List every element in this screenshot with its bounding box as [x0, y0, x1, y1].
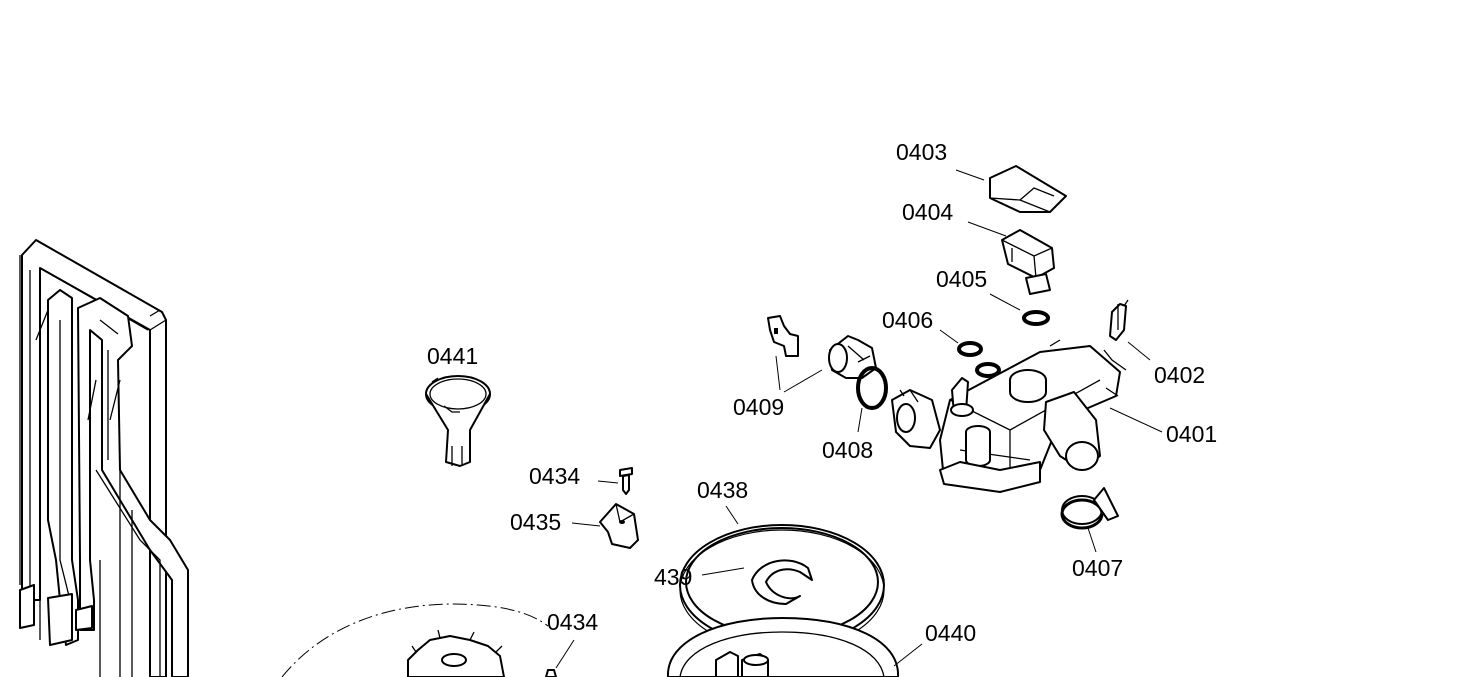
label-0402: 0402: [1154, 362, 1205, 388]
label-0407: 0407: [1072, 555, 1123, 581]
leader-0401: [1109, 407, 1163, 433]
leader-0406: [939, 329, 959, 344]
part-filter-cap: [407, 629, 505, 677]
part-0409-valve: [828, 335, 877, 379]
part-0407-clamp: [1060, 487, 1119, 530]
label-0408: 0408: [822, 437, 873, 463]
leader-0402: [1127, 341, 1151, 361]
part-0401-housing: [939, 339, 1127, 493]
label-0435: 0435: [510, 509, 561, 535]
leader-0440: [893, 643, 923, 667]
part-0441-funnel: [425, 375, 491, 467]
part-0434-screw-upper: [619, 467, 633, 495]
leader-0404: [967, 221, 1007, 237]
part-0409-bracket: [767, 315, 799, 357]
leader-0434-lower: [555, 639, 575, 669]
label-0401: 0401: [1166, 421, 1217, 447]
label-0441: 0441: [427, 343, 478, 369]
part-0435-bracket: [599, 503, 639, 549]
label-0440: 0440: [925, 620, 976, 646]
leader-0409: [775, 355, 823, 393]
leader-0434-upper: [597, 480, 619, 484]
leader-0403: [955, 169, 985, 181]
label-0405: 0405: [936, 266, 987, 292]
part-0404-sensor: [1001, 229, 1055, 295]
label-0434-upper: 0434: [529, 463, 580, 489]
part-0440-sump: [666, 617, 900, 677]
label-0404: 0404: [902, 199, 953, 225]
label-0403: 0403: [896, 139, 947, 165]
part-0403-cover: [989, 165, 1067, 213]
label-439: 439: [654, 564, 692, 590]
leader-0435: [571, 522, 601, 527]
leader-0407: [1087, 527, 1097, 553]
part-0434-screw-lower: [545, 669, 557, 677]
label-0434-lower: 0434: [547, 609, 598, 635]
pipe-assembly-drawing: [19, 239, 189, 677]
leader-0408: [857, 407, 863, 433]
part-0406-orings: [957, 341, 1001, 378]
leader-439: [701, 567, 745, 576]
part-0405-oring: [1022, 310, 1050, 326]
leader-0405: [989, 293, 1021, 311]
label-0438: 0438: [697, 477, 748, 503]
dash-dot-outline: [281, 603, 549, 677]
label-0406: 0406: [882, 307, 933, 333]
part-0408-oring: [856, 366, 888, 410]
part-0402-clip: [1109, 299, 1129, 341]
part-pump-connector: [891, 389, 941, 449]
label-0409: 0409: [733, 394, 784, 420]
leader-0438: [725, 505, 739, 525]
part-439-hook: [751, 559, 813, 605]
